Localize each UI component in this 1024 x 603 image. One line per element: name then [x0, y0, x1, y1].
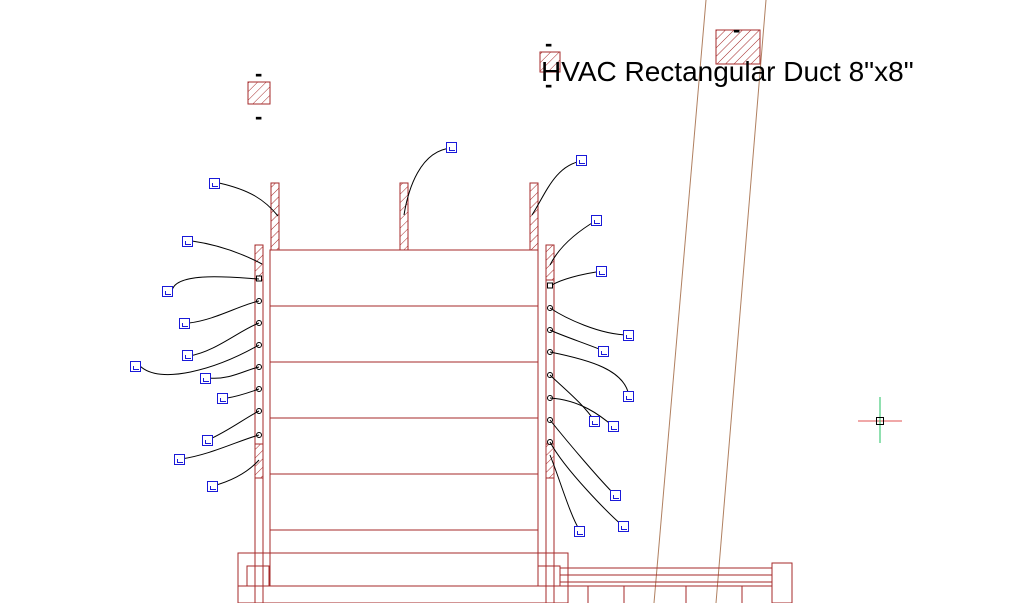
tag-marker-icon[interactable]: [446, 142, 457, 153]
tag-marker-icon[interactable]: [608, 421, 619, 432]
dash-mark-left-top: -: [255, 61, 263, 86]
tag-marker-icon[interactable]: [202, 435, 213, 446]
tag-marker-icon[interactable]: [179, 318, 190, 329]
tag-marker-icon[interactable]: [574, 526, 585, 537]
crosshair-cursor-icon: [858, 397, 902, 443]
dash-mark-mid-top: -: [545, 31, 553, 56]
dash-mark-left-bottom: -: [255, 104, 263, 129]
dash-mark-right-top: -: [733, 17, 741, 42]
tag-marker-icon[interactable]: [162, 286, 173, 297]
tag-marker-icon[interactable]: [217, 393, 228, 404]
dash-mark-mid-bottom: -: [545, 72, 553, 97]
tag-marker-icon[interactable]: [174, 454, 185, 465]
tag-marker-icon[interactable]: [618, 521, 629, 532]
tag-marker-icon[interactable]: [589, 416, 600, 427]
tag-marker-icon[interactable]: [576, 155, 587, 166]
duct-run-diagonal[interactable]: [653, 0, 767, 603]
tag-marker-icon[interactable]: [610, 490, 621, 501]
tag-marker-icon[interactable]: [200, 373, 211, 384]
duct-label[interactable]: HVAC Rectangular Duct 8"x8": [541, 56, 914, 87]
tag-marker-icon[interactable]: [209, 178, 220, 189]
tag-marker-icon[interactable]: [623, 330, 634, 341]
tag-marker-icon[interactable]: [623, 391, 634, 402]
tag-marker-icon[interactable]: [182, 350, 193, 361]
tag-marker-icon[interactable]: [207, 481, 218, 492]
tag-marker-icon[interactable]: [130, 361, 141, 372]
tag-marker-icon[interactable]: [182, 236, 193, 247]
top-stubs[interactable]: [270, 182, 539, 251]
tag-marker-icon[interactable]: [598, 346, 609, 357]
duct-section-mid[interactable]: [539, 51, 561, 73]
left-fixtures[interactable]: [256, 275, 262, 438]
equipment-rack[interactable]: [269, 249, 539, 587]
duct-section-left[interactable]: [247, 81, 271, 105]
tag-marker-icon[interactable]: [591, 215, 602, 226]
base-structure[interactable]: [237, 552, 793, 603]
tag-marker-icon[interactable]: [596, 266, 607, 277]
duct-section-right[interactable]: [715, 29, 761, 65]
